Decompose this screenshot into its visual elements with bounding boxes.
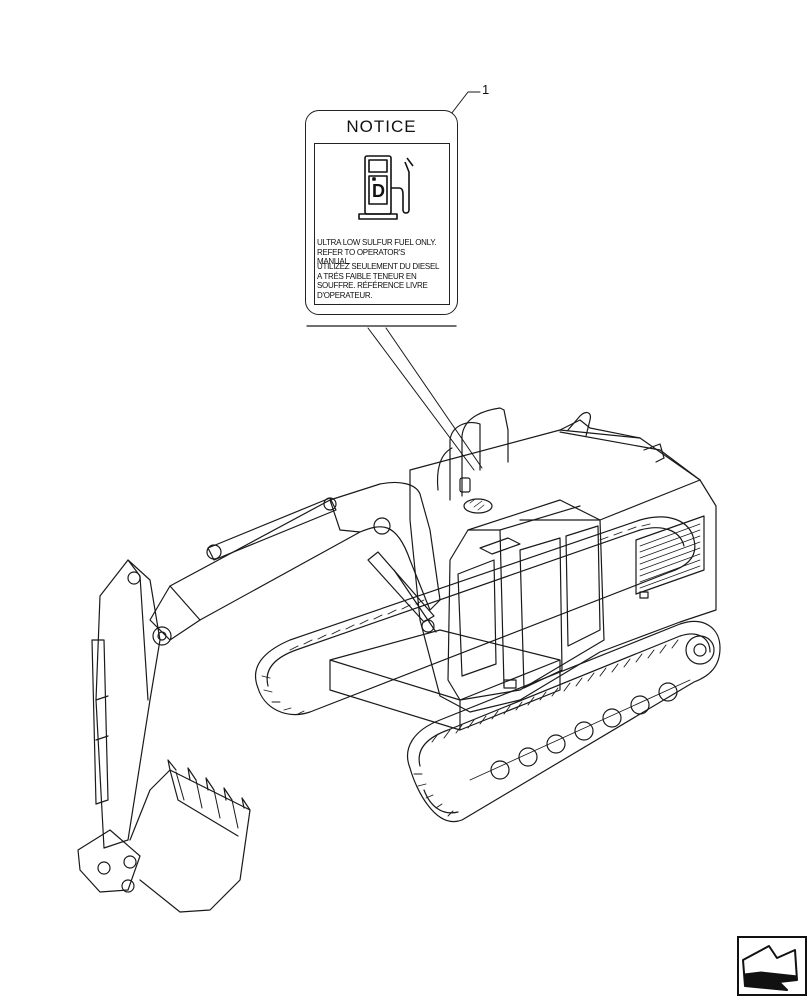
front-track [406, 620, 721, 823]
decal-title: NOTICE [346, 117, 417, 136]
boom [149, 481, 441, 646]
arm-cylinder [206, 497, 337, 561]
svg-text:D: D [372, 181, 385, 201]
rear-track [254, 516, 696, 716]
decal-inner-frame: D ULTRA LOW SULFUR FUEL ONLY. REFER TO O… [314, 143, 450, 305]
next-page-arrow-icon[interactable] [737, 936, 807, 996]
fuel-pump-icon: D [358, 155, 414, 220]
pointer-line-right [385, 327, 483, 469]
operator-cab [447, 499, 605, 701]
callout-number: 1 [482, 82, 490, 97]
upper-structure [409, 407, 717, 713]
bucket [77, 759, 251, 913]
pointer-line-left [367, 327, 475, 471]
arm [91, 559, 161, 849]
decal-text-english: ULTRA LOW SULFUR FUEL ONLY. REFER TO OPE… [317, 237, 437, 267]
notice-decal: NOTICE D ULTRA LOW SULFUR FUEL ONLY. REF… [305, 110, 458, 315]
callout-leader [447, 91, 481, 119]
carbody-frame [329, 629, 561, 731]
decal-text-french: UTILIZEZ SEULEMENT DU DIESEL A TRÉS FAIB… [317, 261, 439, 300]
